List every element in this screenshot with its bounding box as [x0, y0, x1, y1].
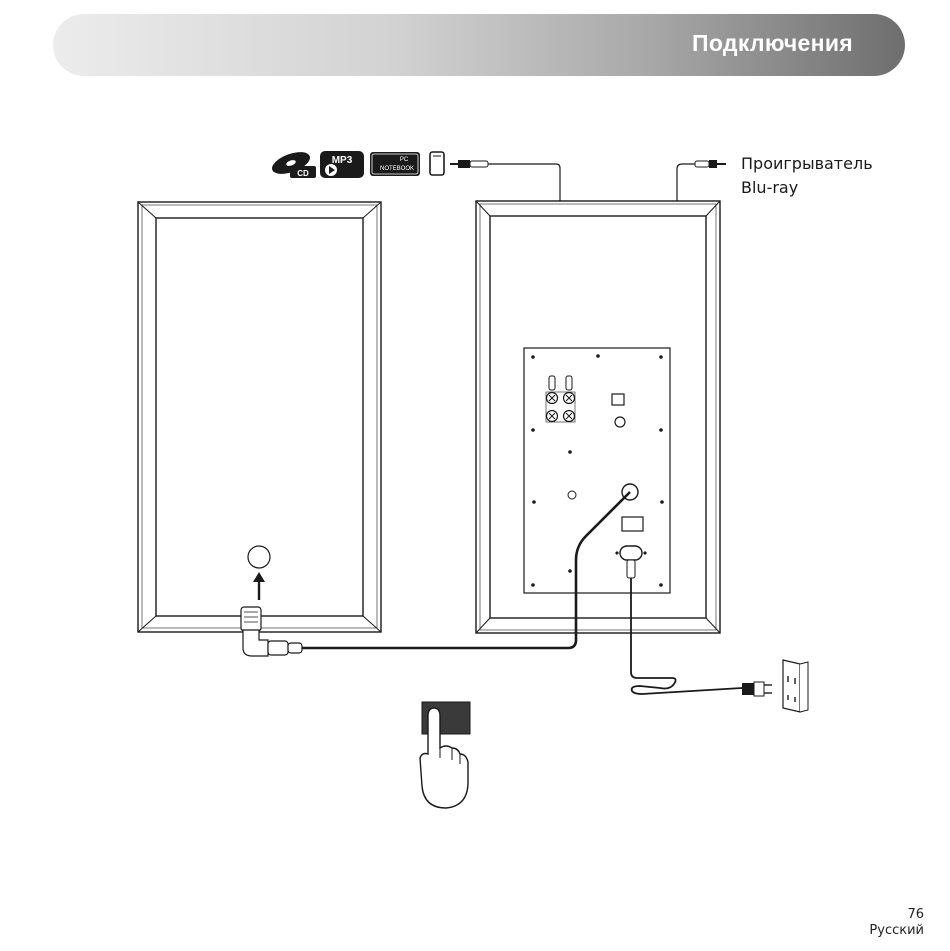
- left-speaker: [138, 202, 381, 632]
- cd-icon: CD: [269, 148, 316, 179]
- language-label: Русский: [869, 923, 924, 939]
- smartphone-icon: [430, 152, 444, 175]
- rear-panel: [524, 348, 670, 593]
- bluray-label: Проигрыватель Blu-ray: [741, 152, 873, 200]
- power-switch: [622, 517, 643, 531]
- mp3-icon-label: MP3: [332, 155, 353, 166]
- page-number: 76: [869, 907, 924, 923]
- power-plug: [742, 682, 772, 696]
- mp3-icon: MP3: [320, 151, 364, 178]
- bluray-cable-plug: [695, 160, 726, 168]
- bluray-label-line2: Blu-ray: [741, 176, 873, 200]
- pc-icon-label: PC: [400, 157, 409, 163]
- optical-input-port: [612, 394, 624, 405]
- cd-icon-label: CD: [297, 169, 309, 178]
- page-footer: 76 Русский: [869, 907, 924, 939]
- bluray-label-line1: Проигрыватель: [741, 152, 873, 176]
- speaker-input-socket: [248, 546, 270, 568]
- aux-cable-plug: [450, 160, 488, 168]
- power-button-press-icon: [420, 702, 470, 808]
- pc-notebook-icon: PC NOTEBOOK: [370, 152, 420, 176]
- wall-outlet-icon: [783, 660, 808, 712]
- notebook-icon-label: NOTEBOOK: [380, 166, 414, 172]
